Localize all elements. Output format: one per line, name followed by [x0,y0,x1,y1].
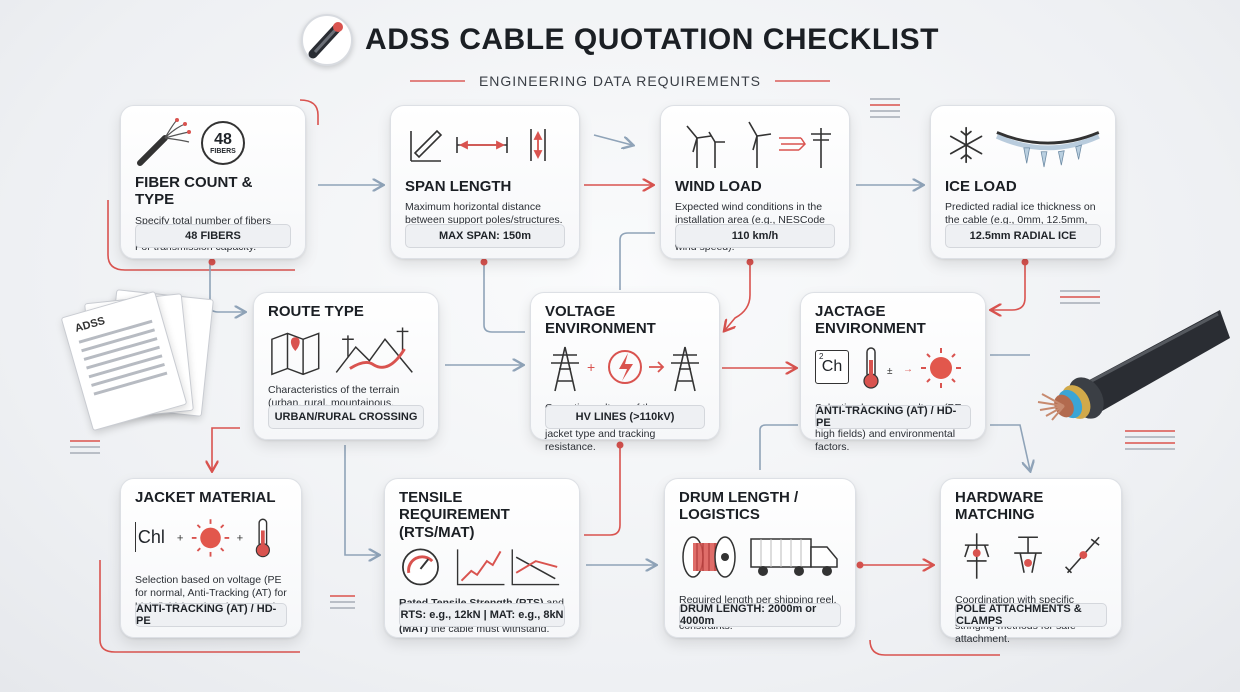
card-tensile-requirement[interactable]: TENSILE REQUIREMENT (RTS/MAT) Rated Tens… [384,478,580,638]
card-jacket-material[interactable]: JACKET MATERIAL Chl + + Selection based … [120,478,302,638]
svg-text:+: + [237,533,244,545]
card-title: ROUTE TYPE [268,303,364,320]
value-badge: 48 FIBERS [135,224,291,248]
card-ice-load[interactable]: ICE LOAD Predicted radial ice thickness … [930,105,1116,259]
value-badge: 12.5mm RADIAL ICE [945,224,1101,248]
card-title: JACTAGE ENVIRONMENT [815,303,926,338]
decor-lines [1125,430,1175,454]
value-badge: URBAN/RURAL CROSSING [268,405,424,429]
card-drum-length[interactable]: DRUM LENGTH / LOGISTICS Required length … [664,478,856,638]
card-title: SPAN LENGTH [405,178,512,195]
tensile-icons [402,548,560,586]
chemistry-icon: Chl [135,522,167,553]
svg-text:+: + [587,359,595,375]
document-stack-icon: ADSS [60,289,214,432]
card-wind-load[interactable]: WIND LOAD Expected wind conditions in th… [660,105,850,259]
page-title: ADSS CABLE QUOTATION CHECKLIST [365,23,939,56]
sun-thermometer-icons: + + [177,518,270,558]
value-badge: 110 km/h [675,224,835,248]
wind-turbine-icon [686,121,831,168]
decor-lines [870,98,900,122]
card-title: JACKET MATERIAL [135,489,276,506]
cable-logo-icon [301,14,354,66]
voltage-icons: + [551,346,699,391]
card-span-length[interactable]: SPAN LENGTH Maximum horizontal distance … [390,105,580,259]
measure-icons [410,129,546,162]
value-badge: DRUM LENGTH: 2000m or 4000m [679,603,841,627]
truck-icon [750,537,838,576]
card-title: ICE LOAD [945,178,1017,195]
decor-lines [330,595,355,613]
card-route-type[interactable]: ROUTE TYPE Characteristics of the terrai… [253,292,439,440]
fiber-count-badge-icon: 48 FIBERS [201,121,245,165]
value-badge: ANTI-TRACKING (AT) / HD-PE [815,405,971,429]
card-hardware-matching[interactable]: HARDWARE MATCHING Coordination with spec… [940,478,1122,645]
page-subtitle: ENGINEERING DATA REQUIREMENTS [478,73,762,89]
route-terrain-icon [271,327,413,376]
card-title: DRUM LENGTH / LOGISTICS [679,489,799,524]
chemistry-icon: Ch 2 [815,349,849,384]
iced-cable-icon [996,131,1101,168]
snowflake-icon [949,126,983,164]
hardware-clamps-icon [964,532,1100,579]
value-badge: ANTI-TRACKING (AT) / HD-PE [135,603,287,627]
card-voltage-environment[interactable]: VOLTAGE ENVIRONMENT + Operating voltage … [530,292,720,453]
fiber-strands-icon [137,118,191,166]
card-title: VOLTAGE ENVIRONMENT [545,303,656,338]
svg-text:→: → [903,364,913,375]
decor-lines [70,440,100,458]
value-badge: POLE ATTACHMENTS & CLAMPS [955,603,1107,627]
value-badge: HV LINES (>110kV) [545,405,705,429]
value-badge: RTS: e.g., 12kN | MAT: e.g., 8kN [399,603,565,627]
card-fiber-count[interactable]: 48 FIBERS FIBER COUNT & TYPE Specify tot… [120,105,306,259]
cable-cross-section-icon [1020,290,1230,430]
svg-text:±: ± [887,366,893,377]
value-badge: MAX SPAN: 150m [405,224,565,248]
cable-drum-icon [682,535,736,578]
header: ADSS CABLE QUOTATION CHECKLIST ENGINEERI… [0,14,1240,89]
card-title: TENSILE REQUIREMENT (RTS/MAT) [399,489,510,541]
decor-lines [1060,290,1100,308]
card-title: FIBER COUNT & TYPE [135,174,253,209]
card-description: Maximum horizontal distance between supp… [405,201,563,227]
thermometer-sun-icons: ± → [863,346,961,389]
card-title: HARDWARE MATCHING [955,489,1044,524]
card-jactage-environment[interactable]: JACTAGE ENVIRONMENT Ch 2 ± → Selection b… [800,292,986,453]
svg-text:+: + [177,533,184,545]
card-title: WIND LOAD [675,178,762,195]
